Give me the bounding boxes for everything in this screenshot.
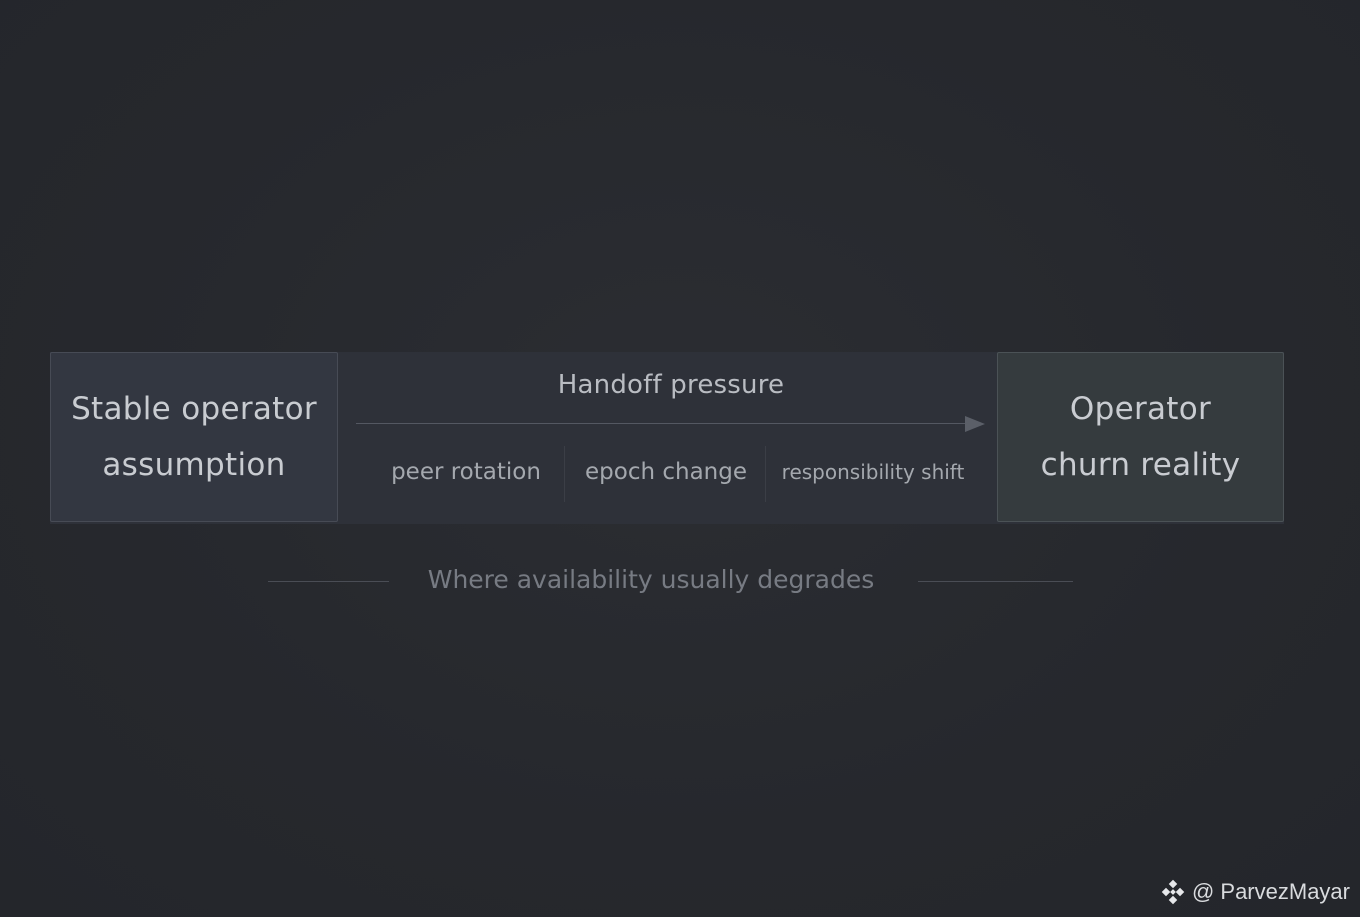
stage-divider: [765, 446, 766, 502]
operator-churn-line1: Operator: [1069, 391, 1212, 427]
caption-rule-left: [268, 581, 389, 582]
stable-operator-box: Stable operator assumption: [50, 352, 338, 522]
caption-row: Where availability usually degrades: [0, 558, 1360, 602]
author-watermark: @ ParvezMayar: [1160, 876, 1350, 908]
stage-responsibility-shift: responsibility shift: [781, 460, 965, 484]
watermark-handle: @ ParvezMayar: [1191, 879, 1350, 904]
stage-divider: [564, 446, 565, 502]
arrow-right-icon: [965, 416, 985, 432]
stable-operator-line2: assumption: [102, 447, 286, 483]
flow-arrow-line: [356, 423, 966, 424]
stage-peer-rotation: peer rotation: [391, 459, 541, 485]
stable-operator-line1: Stable operator: [71, 391, 317, 427]
operator-churn-box: Operator churn reality: [997, 352, 1284, 522]
operator-churn-line2: churn reality: [1040, 447, 1241, 483]
handoff-pressure-title: Handoff pressure: [557, 370, 785, 400]
availability-caption: Where availability usually degrades: [427, 565, 875, 594]
stage-epoch-change: epoch change: [585, 459, 747, 485]
handoff-pressure-section: Handoff pressure peer rotation epoch cha…: [338, 352, 997, 524]
binance-diamond-icon: [1161, 879, 1185, 905]
caption-rule-right: [918, 581, 1073, 582]
